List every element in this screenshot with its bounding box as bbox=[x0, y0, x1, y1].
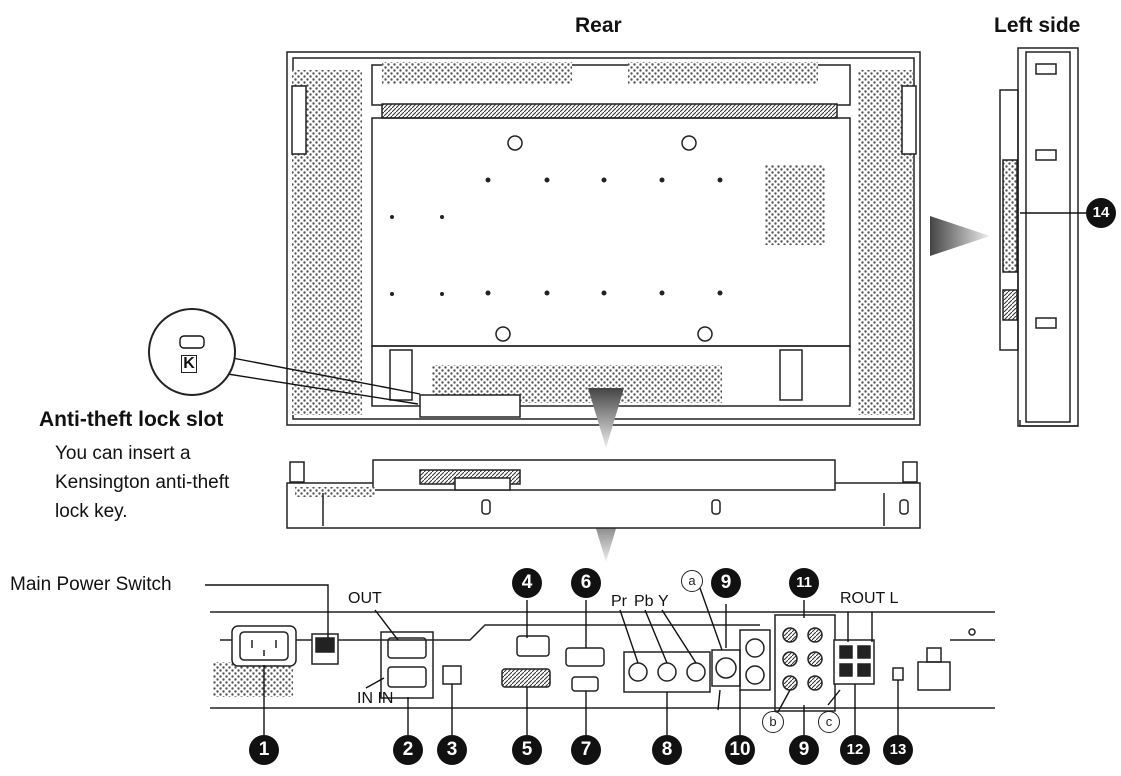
callout-13: 13 bbox=[883, 735, 913, 765]
callout-9-bottom: 9 bbox=[789, 735, 819, 765]
letter-b: b bbox=[762, 711, 784, 733]
lock-line-1: You can insert a bbox=[55, 443, 191, 464]
callout-11: 11 bbox=[789, 568, 819, 598]
leader-lines bbox=[148, 212, 1086, 735]
main-power-switch-label: Main Power Switch bbox=[10, 574, 172, 595]
lock-icon: K bbox=[181, 355, 197, 373]
letter-a: a bbox=[681, 570, 703, 592]
rear-heading: Rear bbox=[575, 14, 622, 37]
left-side-heading: Left side bbox=[994, 14, 1081, 37]
out-label: OUT bbox=[348, 590, 382, 607]
lock-title: Anti-theft lock slot bbox=[39, 408, 224, 431]
callout-14: 14 bbox=[1086, 198, 1116, 228]
lock-line-3: lock key. bbox=[55, 501, 128, 522]
callout-10: 10 bbox=[725, 735, 755, 765]
y-label: Y bbox=[658, 593, 669, 610]
in-label: IN IN bbox=[357, 690, 394, 707]
callout-5: 5 bbox=[512, 735, 542, 765]
callout-8: 8 bbox=[652, 735, 682, 765]
bottom-view bbox=[286, 459, 921, 529]
left-side-view bbox=[999, 47, 1079, 427]
letter-c: c bbox=[818, 711, 840, 733]
pr-label: Pr bbox=[611, 593, 627, 610]
side-view-arrow bbox=[930, 216, 990, 256]
callout-4: 4 bbox=[512, 568, 542, 598]
callout-3: 3 bbox=[437, 735, 467, 765]
lock-line-2: Kensington anti-theft bbox=[55, 472, 230, 493]
pb-label: Pb bbox=[634, 593, 654, 610]
rout-label: ROUT L bbox=[840, 590, 899, 607]
callout-9-top: 9 bbox=[711, 568, 741, 598]
callout-2: 2 bbox=[393, 735, 423, 765]
callout-12: 12 bbox=[840, 735, 870, 765]
callout-1: 1 bbox=[249, 735, 279, 765]
callout-7: 7 bbox=[571, 735, 601, 765]
callout-6: 6 bbox=[571, 568, 601, 598]
bottom-view-arrow bbox=[588, 388, 624, 448]
rear-view bbox=[286, 51, 921, 426]
